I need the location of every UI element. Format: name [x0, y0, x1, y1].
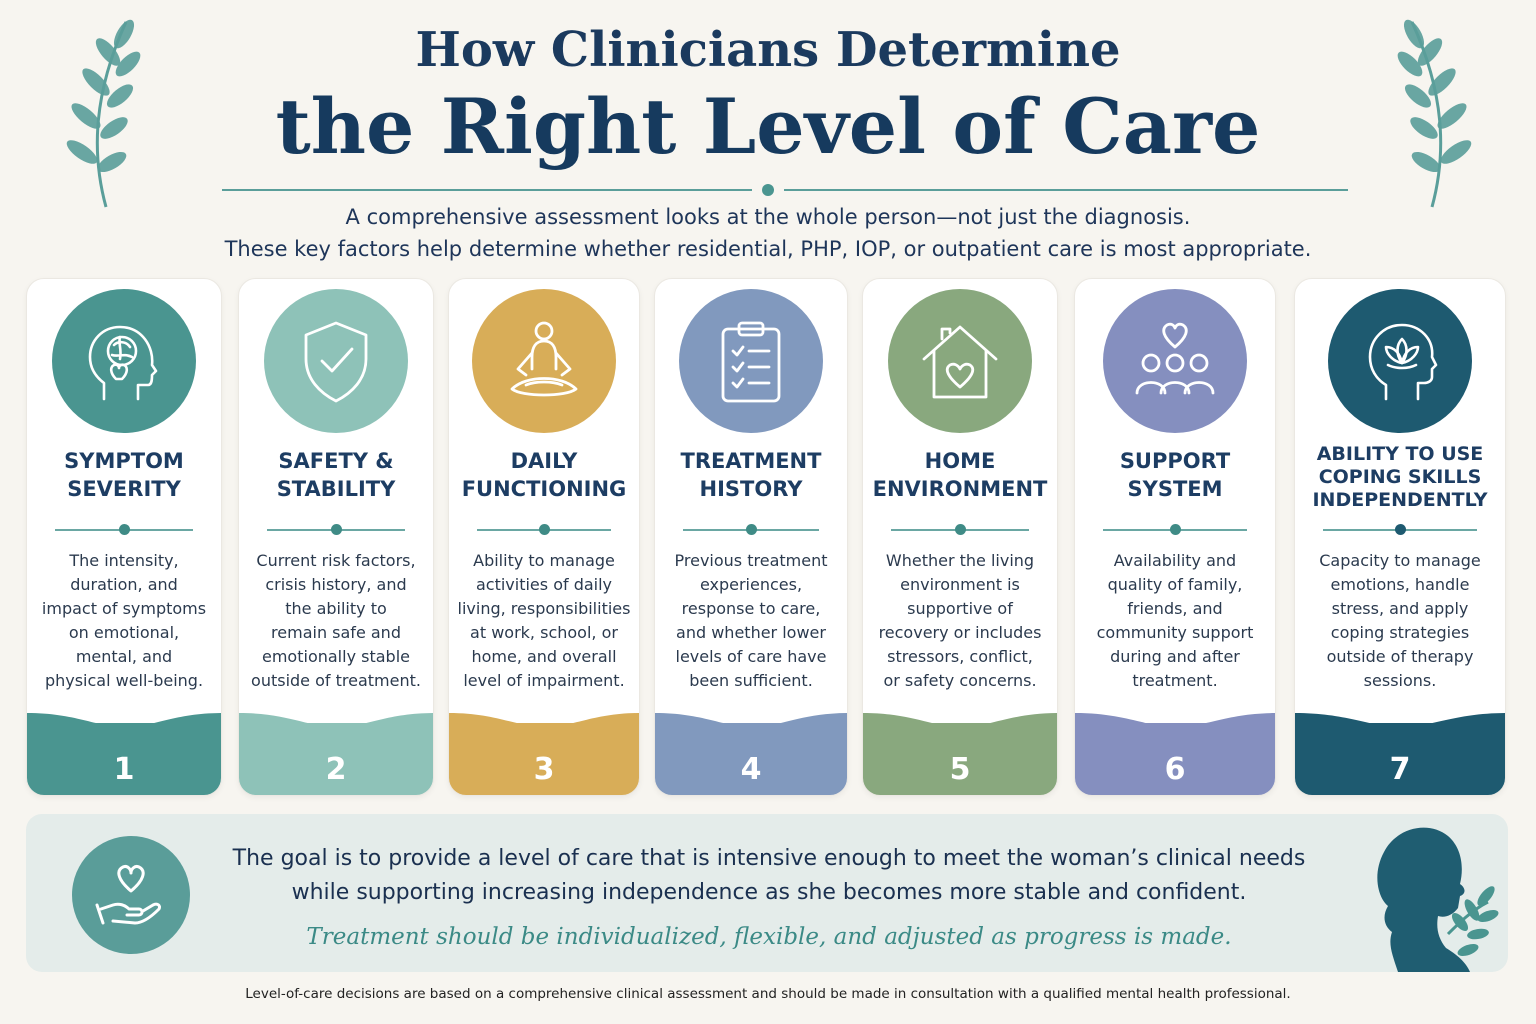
factor-number: 4: [740, 752, 762, 787]
factor-title: TREATMENT HISTORY: [680, 449, 822, 501]
factor-title: HOME ENVIRONMENT: [872, 449, 1048, 501]
goal-banner: The goal is to provide a level of care t…: [26, 814, 1508, 972]
factor-number: 5: [949, 752, 971, 787]
footnote: Level-of-care decisions are based on a c…: [245, 986, 1291, 1002]
factor-description: Current risk factors, crisis history, an…: [251, 551, 421, 690]
factor-description: Capacity to manage emotions, handle stre…: [1319, 551, 1481, 690]
shield-check-icon: [264, 289, 408, 433]
subtitle-line1: A comprehensive assessment looks at the …: [345, 205, 1191, 229]
factor-title: ABILITY TO USE COPING SKILLS INDEPENDENT…: [1312, 443, 1488, 511]
factor-description: Whether the living environment is suppor…: [878, 551, 1042, 690]
factor-card-4: TREATMENT HISTORY Previous treatment expe…: [654, 278, 848, 796]
hand-heart-icon: [72, 836, 190, 954]
house-heart-icon: [888, 289, 1032, 433]
people-heart-icon: [1103, 289, 1247, 433]
subtitle-line2: These key factors help determine whether…: [224, 237, 1312, 261]
page-title-line1: How Clinicians Determine: [415, 22, 1121, 78]
title-rule-dot: [762, 184, 774, 196]
page-title-line2: the Right Level of Care: [275, 82, 1261, 171]
factor-number-band: 6: [1075, 713, 1275, 795]
factor-divider-dot: [119, 524, 130, 535]
factor-divider-dot: [955, 524, 966, 535]
factor-card-7: ABILITY TO USE COPING SKILLS INDEPENDENT…: [1294, 278, 1506, 796]
factor-description: The intensity, duration, and impact of s…: [41, 551, 207, 690]
factor-title: SAFETY & STABILITY: [276, 449, 396, 501]
factor-number-band: 5: [863, 713, 1057, 795]
laurel-right-icon: [1397, 19, 1472, 208]
title-rule-left: [222, 189, 752, 191]
factor-divider-dot: [746, 524, 757, 535]
title-rule-right: [784, 189, 1348, 191]
factor-title: SYMPTOM SEVERITY: [64, 449, 184, 501]
factor-divider-dot: [331, 524, 342, 535]
banner-text-line1: The goal is to provide a level of care t…: [232, 846, 1306, 871]
factor-title: SUPPORT SYSTEM: [1119, 449, 1231, 501]
factor-card-6: SUPPORT SYSTEM Availability and quality o…: [1074, 278, 1276, 796]
factor-description: Ability to manage activities of daily li…: [457, 551, 631, 690]
factor-number: 6: [1164, 752, 1186, 787]
factor-number: 2: [325, 752, 347, 787]
factor-number-band: 2: [239, 713, 433, 795]
laurel-left-icon: [66, 19, 141, 208]
factor-number-band: 1: [27, 713, 221, 795]
factor-card-3: DAILY FUNCTIONING Ability to manage activ…: [448, 278, 640, 796]
factor-number: 1: [113, 752, 135, 787]
factor-card-1: SYMPTOM SEVERITY The intensity, duration,…: [26, 278, 222, 796]
head-brain-heart-icon: [52, 289, 196, 433]
factor-divider-dot: [1170, 524, 1181, 535]
factor-card-5: HOME ENVIRONMENT Whether the living envir…: [862, 278, 1058, 796]
meditation-person-icon: [472, 289, 616, 433]
factor-card-2: SAFETY & STABILITY Current risk factors, …: [238, 278, 434, 796]
factor-number: 7: [1389, 752, 1411, 787]
banner-text-line2: while supporting increasing independence…: [291, 880, 1247, 905]
factor-number-band: 7: [1295, 713, 1505, 795]
factor-description: Previous treatment experiences, response…: [674, 551, 828, 690]
woman-silhouette-icon: [1377, 827, 1499, 972]
clipboard-checklist-icon: [679, 289, 823, 433]
factor-number-band: 3: [449, 713, 639, 795]
factor-description: Availability and quality of family, frie…: [1096, 551, 1254, 690]
factor-number: 3: [533, 752, 555, 787]
factor-title: DAILY FUNCTIONING: [461, 449, 627, 501]
banner-tagline: Treatment should be individualized, flex…: [306, 924, 1232, 950]
head-lotus-icon: [1328, 289, 1472, 433]
factor-divider-dot: [1395, 524, 1406, 535]
factor-number-band: 4: [655, 713, 847, 795]
factor-divider-dot: [539, 524, 550, 535]
